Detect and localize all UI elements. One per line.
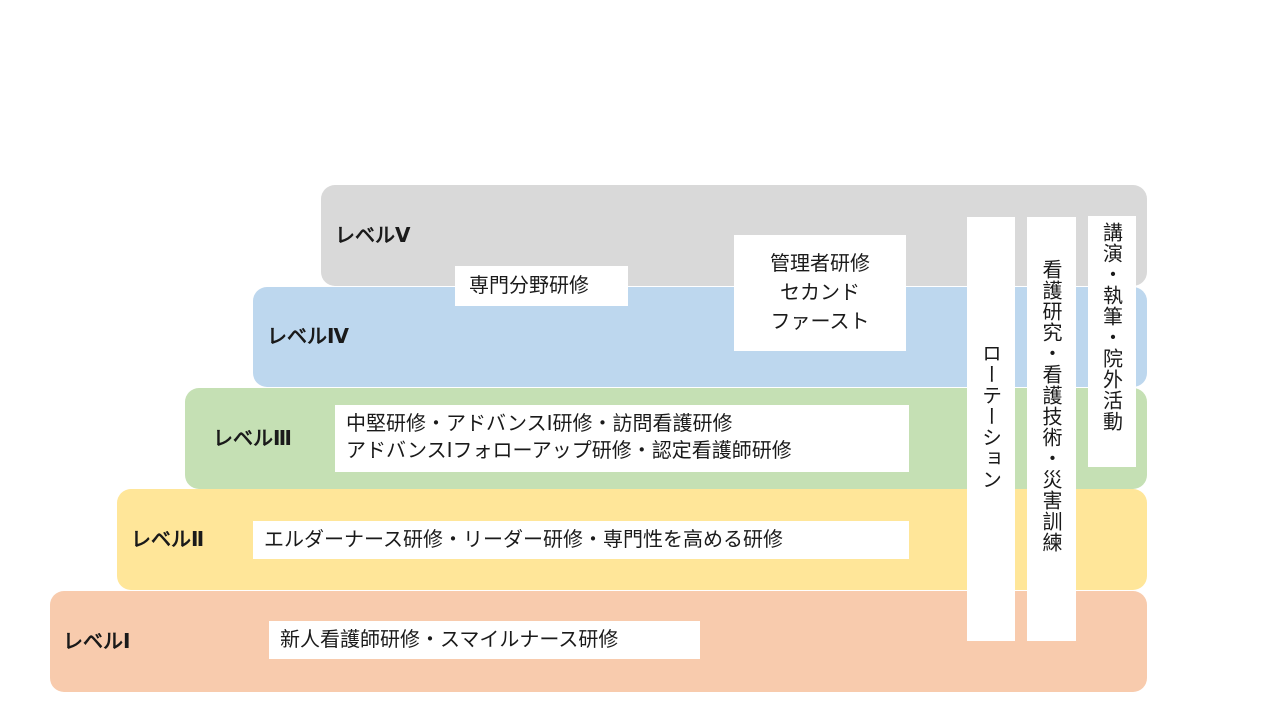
level-4-label: レベルⅣ	[267, 324, 349, 348]
mid-career-training-box: 中堅研修・アドバンスⅠ研修・訪問看護研修 アドバンスⅠフォローアップ研修・認定看…	[335, 405, 909, 472]
elder-training-box: エルダーナース研修・リーダー研修・専門性を高める研修	[253, 521, 909, 559]
rotation-text: ローテーション	[978, 343, 1003, 490]
lecture-text: 講演・執筆・院外活動	[1099, 222, 1124, 432]
rotation-column: ローテーション	[967, 217, 1015, 641]
level-2-label: レベルⅡ	[131, 527, 205, 551]
newcomer-training-box: 新人看護師研修・スマイルナース研修	[269, 621, 700, 659]
manager-training-line-3: ファースト	[770, 309, 870, 333]
manager-training-line-2: セカンド	[780, 280, 860, 304]
mid-career-training-line-2: アドバンスⅠフォローアップ研修・認定看護師研修	[346, 438, 792, 462]
manager-training-line-1: 管理者研修	[770, 251, 870, 275]
research-column: 看護研究・看護技術・災害訓練	[1027, 217, 1076, 641]
lecture-column: 講演・執筆・院外活動	[1088, 216, 1136, 467]
specialty-training-box: 専門分野研修	[455, 266, 628, 306]
level-3-label: レベルⅢ	[213, 426, 292, 450]
specialty-training-text: 専門分野研修	[469, 273, 589, 297]
manager-training-box: 管理者研修 セカンド ファースト	[734, 235, 906, 351]
level-5-label: レベルⅤ	[335, 223, 411, 247]
level-1-label: レベルⅠ	[63, 629, 131, 653]
elder-training-text: エルダーナース研修・リーダー研修・専門性を高める研修	[264, 527, 783, 551]
mid-career-training-line-1: 中堅研修・アドバンスⅠ研修・訪問看護研修	[346, 411, 733, 435]
research-text: 看護研究・看護技術・災害訓練	[1039, 259, 1063, 553]
newcomer-training-text: 新人看護師研修・スマイルナース研修	[280, 627, 619, 651]
